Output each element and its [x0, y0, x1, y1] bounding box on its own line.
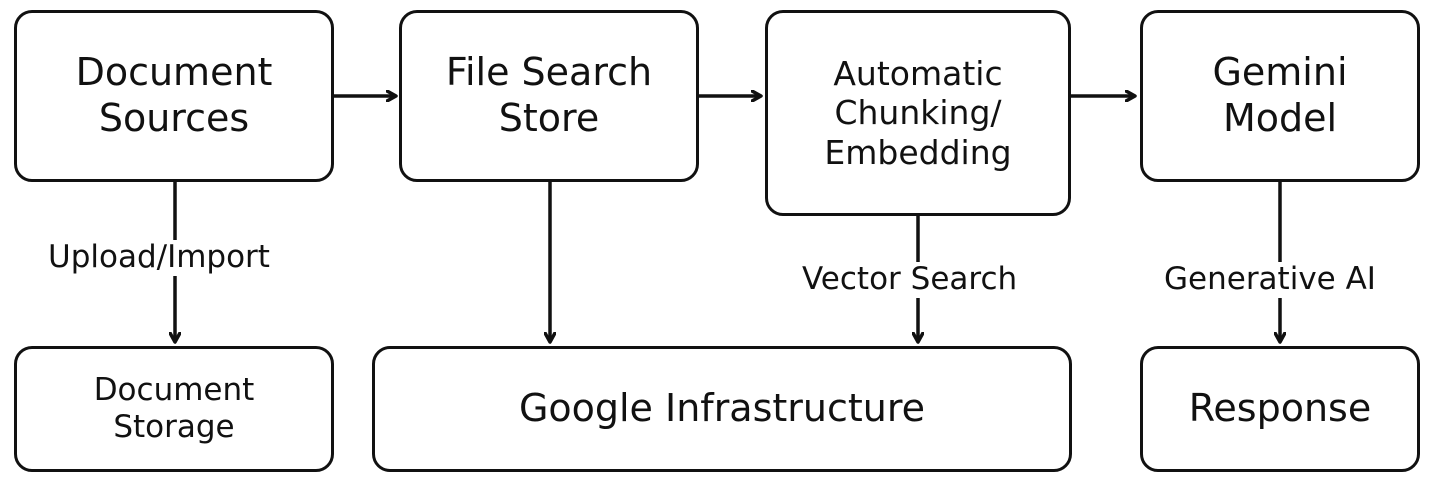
node-gemini-model: Gemini Model — [1140, 10, 1420, 182]
node-response: Response — [1140, 346, 1420, 472]
node-google-infrastructure: Google Infrastructure — [372, 346, 1072, 472]
edge-label-generative-ai: Generative AI — [1160, 261, 1380, 298]
node-document-storage: Document Storage — [14, 346, 334, 472]
node-document-sources: Document Sources — [14, 10, 334, 182]
edge-label-vector-search: Vector Search — [798, 261, 1022, 298]
node-file-search-store: File Search Store — [399, 10, 699, 182]
node-automatic-chunking-embedding: Automatic Chunking/ Embedding — [765, 10, 1071, 216]
edge-label-upload-import: Upload/Import — [44, 239, 274, 276]
